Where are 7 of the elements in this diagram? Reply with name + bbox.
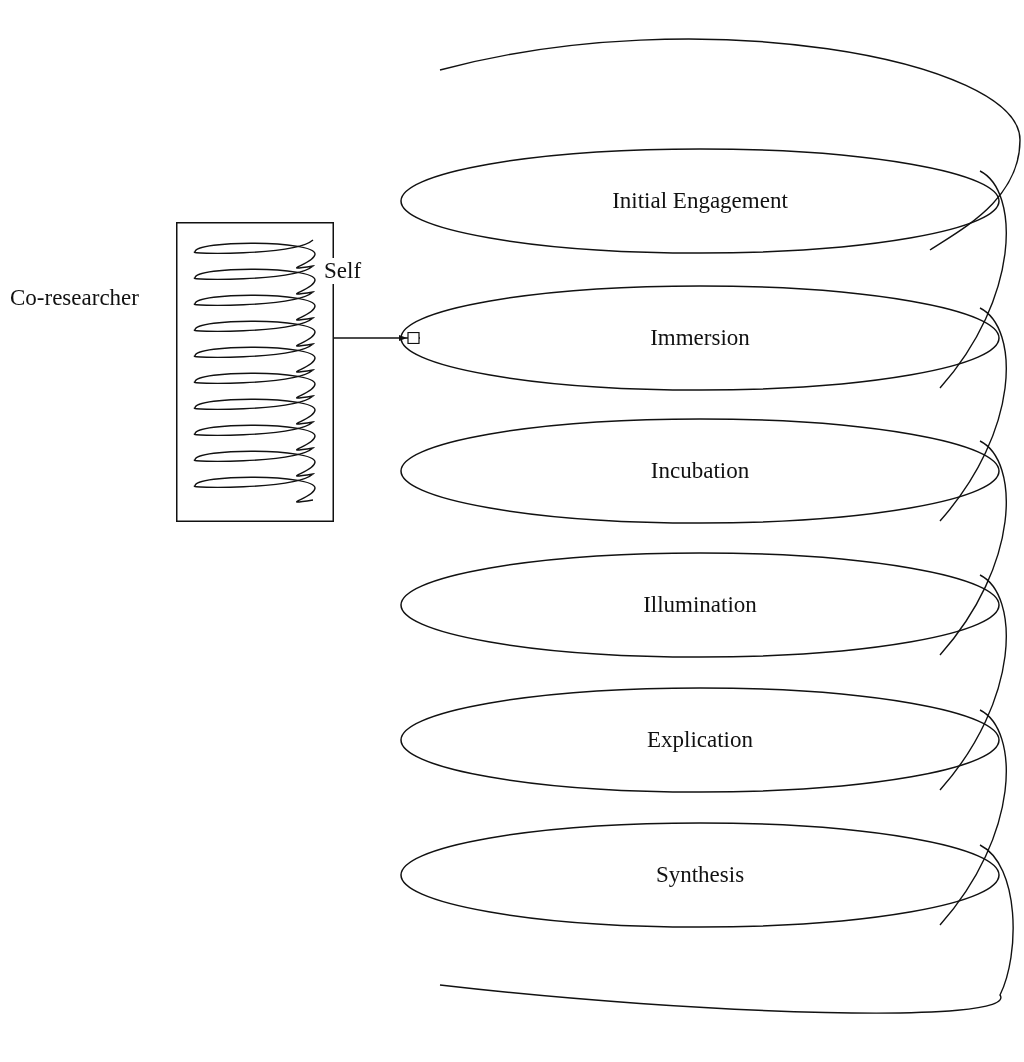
phase-label: Explication [646,727,754,753]
phase-label: Immersion [649,325,751,351]
phase-label: Illumination [642,592,758,618]
phase-label: Synthesis [654,862,746,888]
role-label: Self [322,258,364,284]
phase-label: Initial Engagement [611,188,789,214]
phase-label: Incubation [649,458,751,484]
